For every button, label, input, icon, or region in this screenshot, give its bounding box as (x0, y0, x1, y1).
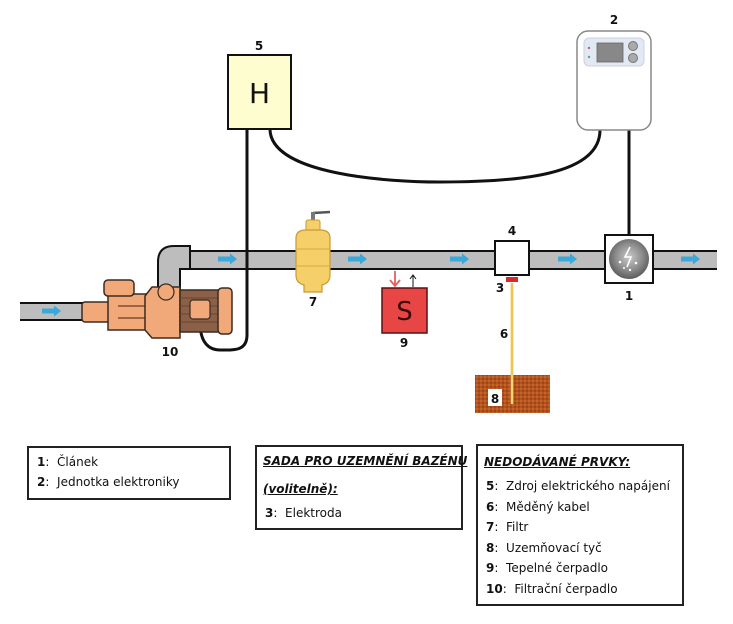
legend-grounding-kit: SADA PRO UZEMNĚNÍ BAZÉNU (volitelně): 3:… (255, 445, 468, 530)
label-filtration-pump: 10 (162, 345, 179, 359)
label-cell: 1 (625, 289, 633, 303)
heat-pump: S (381, 287, 428, 334)
grounding-rod-label-bg (488, 389, 502, 406)
legend-row: 10: Filtrační čerpadlo (486, 581, 618, 596)
legend-number: 8 (486, 540, 495, 555)
label-heat-pump: 9 (400, 336, 408, 350)
legend-text: Měděný kabel (506, 499, 590, 514)
legend-number: 6 (486, 499, 495, 514)
heat-pump-flow-arrows (389, 271, 417, 288)
legend-supplied: 1: Článek 2: Jednotka elektroniky (27, 446, 231, 500)
label-electrode-housing: 4 (508, 224, 516, 238)
legend-title: NEDODÁVANÉ PRVKY: (484, 455, 631, 469)
pool-grounding-diagram: S H (20, 13, 717, 413)
legend-number: 10 (486, 581, 503, 596)
legend-row: 2: Jednotka elektroniky (37, 475, 180, 489)
filter (295, 210, 331, 293)
label-power-supply: 5 (255, 39, 263, 53)
label-grounding-rod: 8 (491, 392, 499, 406)
legend-text: Uzemňovací tyč (506, 540, 602, 555)
legend-text: Tepelné čerpadlo (506, 561, 609, 575)
legend-subtitle: (volitelně): (263, 482, 338, 496)
legend-row: 1: Článek (37, 455, 99, 469)
power-supply-symbol: H (249, 77, 270, 110)
wire-power-to-electronics (268, 129, 602, 184)
electrode-housing (494, 240, 530, 276)
legend-number: 5 (486, 479, 495, 493)
legend-number: 1 (37, 455, 46, 469)
label-copper-cable: 6 (500, 327, 508, 341)
legend-not-supplied: NEDODÁVANÉ PRVKY: 5: Zdroj elektrického … (476, 444, 684, 606)
legend-number: 7 (486, 520, 495, 534)
filtration-pump (81, 245, 233, 339)
legend-text: Filtr (506, 520, 529, 534)
cell (604, 234, 654, 284)
legend-text: Zdroj elektrického napájení (506, 479, 670, 493)
legend-row: 3: Elektroda (265, 506, 342, 520)
electrode (506, 277, 518, 282)
power-supply: H (227, 54, 292, 130)
legend-row: 6: Měděný kabel (486, 499, 590, 514)
legend-row: 8: Uzemňovací tyč (486, 540, 602, 555)
legend-text: Filtrační čerpadlo (514, 581, 618, 596)
legend-text: Elektroda (285, 506, 342, 520)
legend-number: 9 (486, 561, 495, 575)
label-filter: 7 (309, 295, 317, 309)
wire-power-to-pump (198, 130, 249, 352)
legend-text: Článek (57, 455, 99, 469)
legend-title: SADA PRO UZEMNĚNÍ BAZÉNU (263, 454, 468, 468)
label-electronic-unit: 2 (610, 13, 618, 27)
electronic-unit (576, 30, 652, 131)
legend-row: 7: Filtr (486, 520, 529, 534)
legend-row: 5: Zdroj elektrického napájení (486, 479, 670, 493)
legend-number: 3 (265, 506, 274, 520)
legend-row: 9: Tepelné čerpadlo (486, 561, 609, 575)
legend-number: 2 (37, 475, 46, 489)
label-electrode: 3 (496, 281, 504, 295)
legend-text: Jednotka elektroniky (57, 475, 180, 489)
heat-pump-symbol: S (396, 297, 413, 327)
